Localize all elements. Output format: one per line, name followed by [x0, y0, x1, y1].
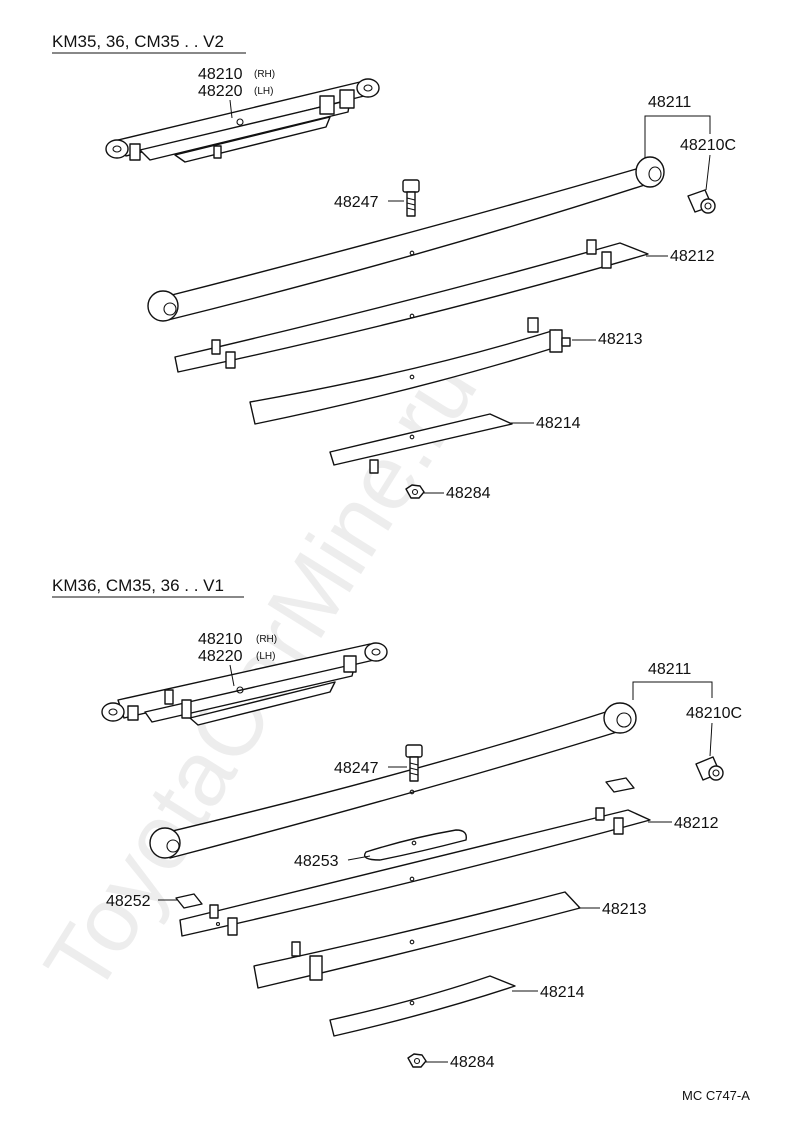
- label-48220: 48220: [198, 83, 243, 100]
- label-48213: 48213: [602, 901, 647, 918]
- bushing-48210C: [695, 756, 724, 781]
- label-48210C: 48210C: [686, 705, 742, 722]
- label-48211: 48211: [648, 661, 691, 678]
- label-48220-side: (LH): [256, 651, 275, 662]
- section-v2: KM35, 36, CM35 . . V2 48210 (RH) 48220 (…: [52, 32, 736, 502]
- label-48213: 48213: [598, 331, 643, 348]
- label-48247: 48247: [334, 760, 379, 777]
- leaf-48212: [174, 239, 649, 373]
- section-v1: KM36, CM35, 36 . . V1 48210 (RH) 48220 (…: [52, 576, 742, 1071]
- reference-code: MC C747-A: [682, 1088, 750, 1103]
- label-48220-side: (LH): [254, 86, 273, 97]
- nut-48284: [407, 1053, 427, 1068]
- label-48220: 48220: [198, 648, 243, 665]
- leaf-48212: [179, 807, 651, 937]
- section-v1-title: KM36, CM35, 36 . . V1: [52, 576, 224, 595]
- bushing-48210C: [687, 189, 716, 214]
- label-48212: 48212: [674, 815, 719, 832]
- leaf-48214: [329, 975, 516, 1037]
- label-48252: 48252: [106, 893, 151, 910]
- label-48210: 48210: [198, 66, 243, 83]
- pad-small-top: [605, 777, 635, 793]
- label-48212: 48212: [670, 248, 715, 265]
- label-48253: 48253: [294, 853, 339, 870]
- main-leaf-48211: [149, 702, 637, 859]
- nut-48284: [405, 484, 425, 499]
- section-v2-title: KM35, 36, CM35 . . V2: [52, 32, 224, 51]
- leaf-48213: [249, 317, 571, 425]
- label-48210-side: (RH): [256, 634, 277, 645]
- label-48211: 48211: [648, 94, 691, 111]
- center-bolt-48247: [405, 744, 423, 782]
- leaf-48214: [329, 413, 513, 474]
- label-48284: 48284: [450, 1054, 495, 1071]
- main-leaf-48211: [147, 156, 665, 322]
- liner-48253: [363, 829, 467, 861]
- spring-assembly-icon: [105, 78, 380, 163]
- label-48210: 48210: [198, 631, 243, 648]
- label-48247: 48247: [334, 194, 379, 211]
- label-48214: 48214: [540, 984, 585, 1001]
- label-48214: 48214: [536, 415, 581, 432]
- label-48284: 48284: [446, 485, 491, 502]
- label-48210C: 48210C: [680, 137, 736, 154]
- center-bolt-48247: [402, 179, 420, 217]
- spring-assembly-icon: [101, 642, 388, 726]
- pad-48252: [175, 893, 203, 909]
- label-48210-side: (RH): [254, 69, 275, 80]
